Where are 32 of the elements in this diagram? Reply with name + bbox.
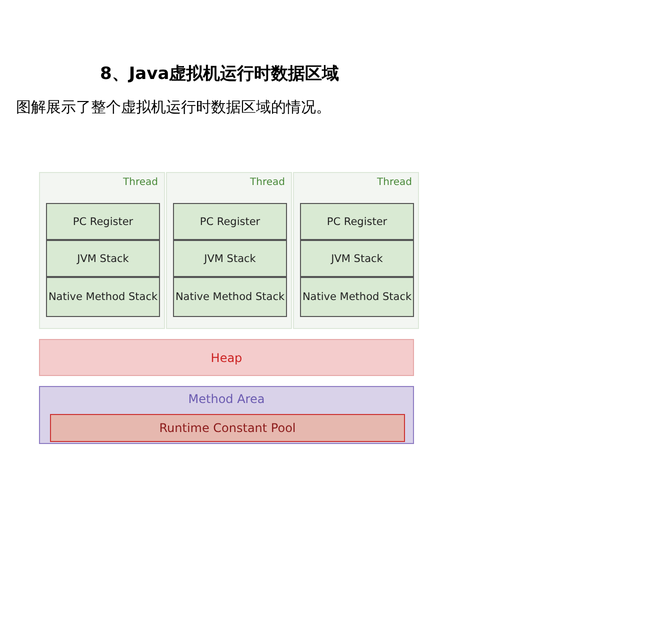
- node-label: Native Method Stack: [174, 291, 286, 303]
- node-label: Runtime Constant Pool: [158, 421, 297, 435]
- node-label: Native Method Stack: [47, 291, 159, 303]
- heading: 8、Java虚拟机运行时数据区域: [100, 63, 340, 85]
- stack-frame-box: [46, 277, 160, 317]
- node-label: JVM Stack: [202, 252, 257, 264]
- stack-frame-box: [173, 203, 287, 240]
- heap-region: [39, 339, 414, 376]
- thread-panel: [39, 172, 165, 329]
- stack-frame-box: [46, 203, 160, 240]
- node-label: Native Method Stack: [301, 291, 413, 303]
- node-label: JVM Stack: [76, 252, 130, 264]
- stack-frame-box: [46, 240, 160, 277]
- description-text: 图解展示了整个虚拟机运行时数据区域的情况。: [16, 98, 331, 117]
- node-label: Method Area: [187, 392, 266, 406]
- method-area-region: [39, 386, 414, 444]
- thread-panel: [166, 172, 292, 329]
- thread-panel: [293, 172, 419, 329]
- node-label: PC Register: [198, 216, 262, 228]
- stack-frame-box: [173, 240, 287, 277]
- stack-frame-box: [300, 277, 414, 317]
- stack-frame-box: [300, 203, 414, 240]
- constant-pool-box: [50, 414, 405, 442]
- node-label: Heap: [210, 350, 244, 364]
- node-label: PC Register: [326, 216, 388, 228]
- node-label: PC Register: [72, 216, 134, 228]
- stack-frame-box: [173, 277, 287, 317]
- stack-frame-box: [300, 240, 414, 277]
- node-label: JVM Stack: [330, 252, 384, 264]
- node-label: Thread: [123, 177, 158, 188]
- node-label: Thread: [250, 177, 285, 188]
- node-label: Thread: [377, 177, 412, 188]
